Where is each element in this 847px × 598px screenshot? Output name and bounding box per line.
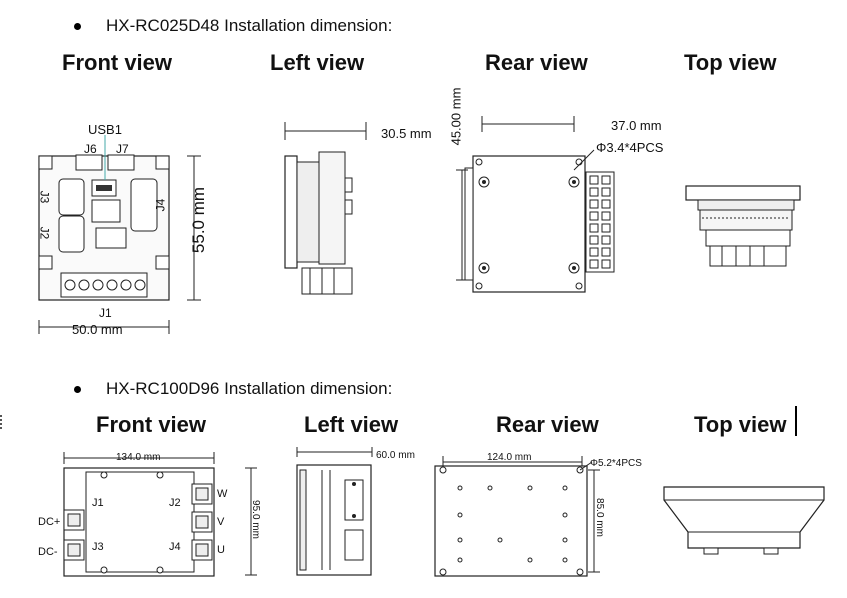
s1-left-view-title: Left view [270,50,365,75]
s2-dc-minus-label: DC- [38,546,58,558]
s2-w-label: W [217,488,228,500]
section-1-heading: HX-RC025D48 Installation dimension: [106,16,393,35]
s2-j2-label: J2 [169,497,181,509]
s2-j1-label: J1 [92,497,104,509]
s1-rear-width-label: 37.0 mm [611,118,662,133]
s1-j7-label: J7 [116,142,129,156]
s2-rear-holes-label: Φ5.2*4PCS [590,458,642,469]
s1-front-width-label: 50.0 mm [72,322,123,337]
s1-left-depth-label: 30.5 mm [381,126,432,141]
s2-top-view-title: Top view [694,412,787,437]
s2-left-depth-label: 60.0 mm [376,450,415,461]
bullet-2 [74,386,81,393]
s1-rear-holes-label: Φ3.4*4PCS [596,140,664,155]
s2-v-label: V [217,516,225,528]
s2-dc-plus-label: DC+ [38,516,61,528]
s2-u-label: U [217,544,225,556]
s2-left-view-title: Left view [304,412,399,437]
s2-j4-label: J4 [169,541,181,553]
s2-rear-view-title: Rear view [496,412,599,437]
bullet-1 [74,23,81,30]
s2-j3-label: J3 [92,541,104,553]
text-cursor [795,406,797,436]
s2-rear-width-label: 124.0 mm [487,452,532,463]
section-2-heading: HX-RC100D96 Installation dimension: [106,379,393,398]
s1-top-view-title: Top view [684,50,777,75]
s1-rear-view-title: Rear view [485,50,588,75]
s1-j1-label: J1 [99,306,112,320]
s1-front-view-title: Front view [62,50,173,75]
s2-front-width-label: 134.0 mm [116,452,161,463]
margin-marker [0,415,5,429]
s1-j6-label: J6 [84,142,97,156]
s1-usb-label: USB1 [88,122,122,137]
s2-front-view-title: Front view [96,412,207,437]
